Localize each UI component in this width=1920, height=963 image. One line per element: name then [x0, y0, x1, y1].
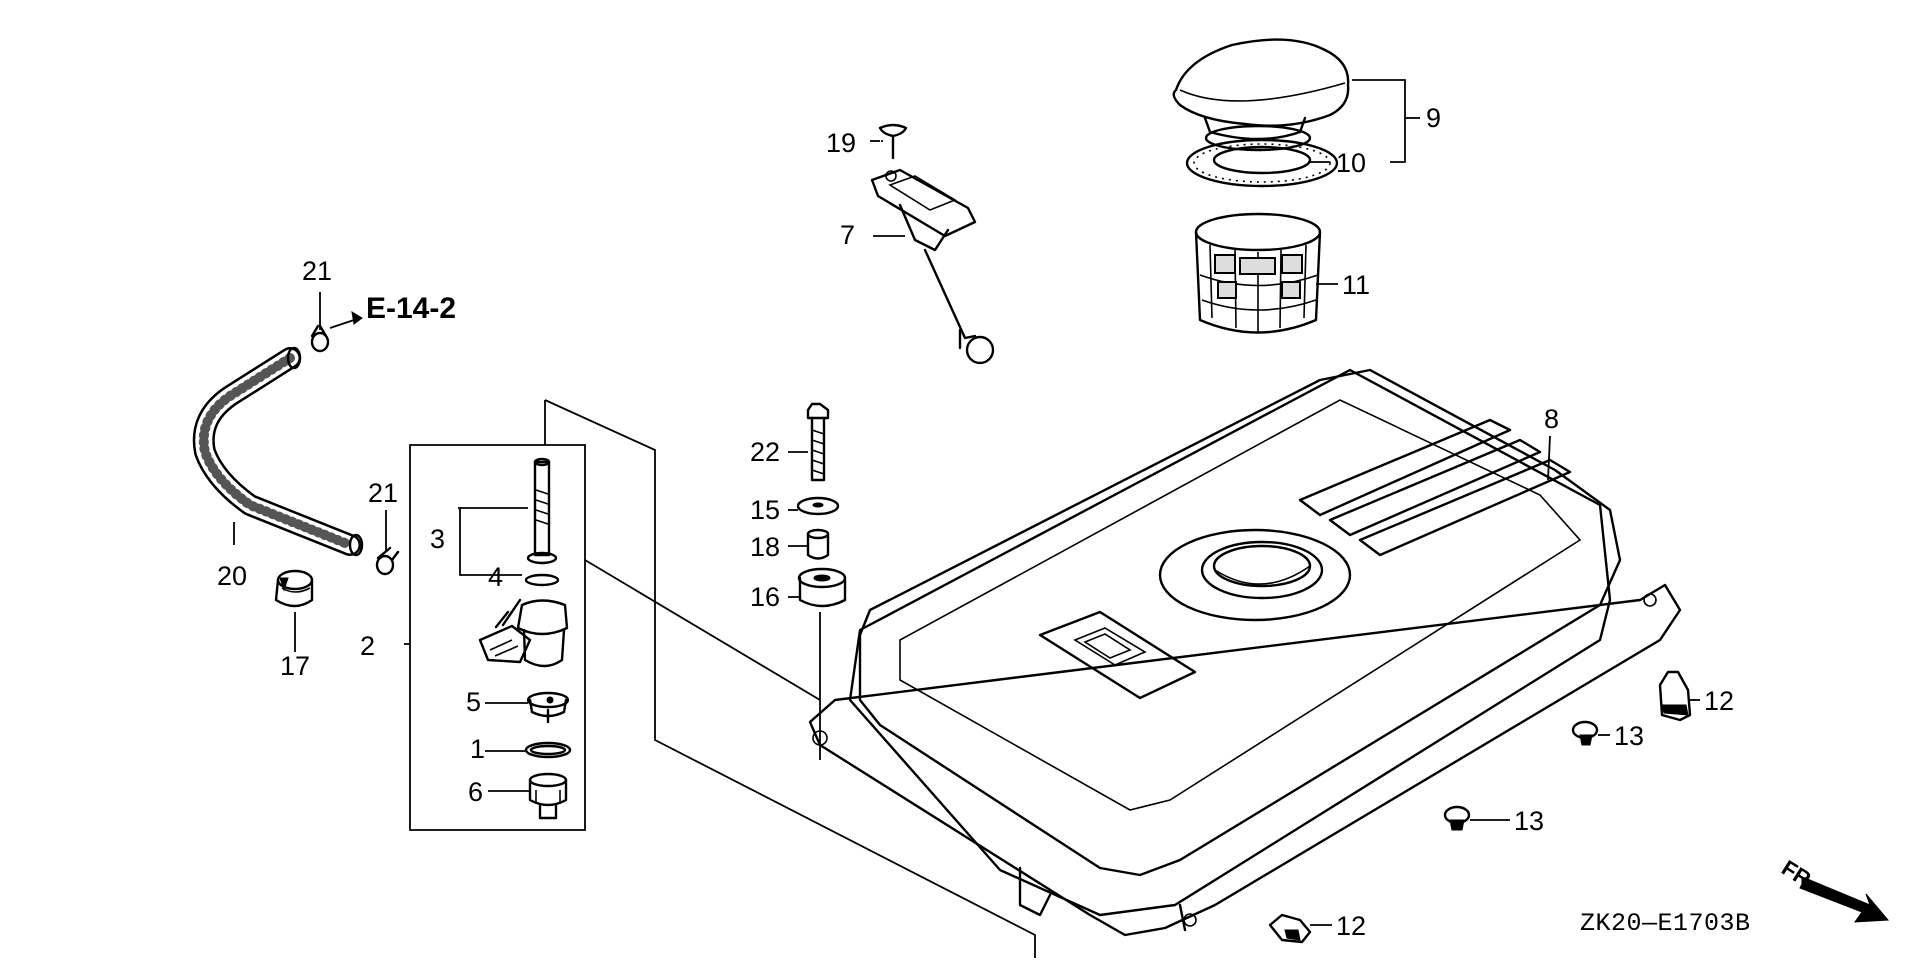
- hose-clip-upper[interactable]: [310, 324, 330, 353]
- callout-12-upper: 12: [1704, 686, 1734, 716]
- fuel-cock-strainer[interactable]: [526, 457, 558, 565]
- callout-20: 20: [217, 561, 247, 591]
- hose-clip-lower[interactable]: [375, 546, 400, 576]
- callout-1: 1: [470, 734, 485, 764]
- fuel-cock-assembly-box: [409, 399, 1036, 958]
- grommet-16[interactable]: [797, 567, 847, 608]
- callout-15: 15: [750, 495, 780, 525]
- bolt-22[interactable]: [806, 402, 830, 482]
- fuel-gauge[interactable]: [870, 168, 995, 365]
- callout-22: 22: [750, 437, 780, 467]
- fuel-cup-5[interactable]: [526, 691, 570, 724]
- callout-3: 3: [430, 524, 445, 554]
- callout-4: 4: [488, 562, 503, 592]
- callout-12-lower: 12: [1336, 911, 1366, 941]
- fuel-cock-body[interactable]: [478, 598, 569, 668]
- callout-16: 16: [750, 582, 780, 612]
- callout-19: 19: [826, 128, 856, 158]
- diagram-code: ZK20—E1703B: [1580, 909, 1751, 938]
- washer-15[interactable]: [796, 496, 840, 516]
- screw-19[interactable]: [878, 123, 908, 160]
- callout-6: 6: [468, 777, 483, 807]
- callout-8: 8: [1544, 404, 1559, 434]
- callout-18: 18: [750, 532, 780, 562]
- callout-9: 9: [1426, 103, 1441, 133]
- callout-5: 5: [466, 687, 481, 717]
- fuel-tank[interactable]: [808, 368, 1682, 937]
- cushion-13-lower[interactable]: [1443, 805, 1471, 831]
- callout-11: 11: [1342, 270, 1370, 300]
- callout-7: 7: [840, 220, 855, 250]
- mount-12-upper[interactable]: [1658, 670, 1692, 722]
- cushion-13-upper[interactable]: [1571, 720, 1599, 746]
- callout-21-upper: 21: [302, 256, 332, 286]
- reference-link-e-14-2[interactable]: E-14-2: [366, 292, 456, 325]
- callout-2: 2: [360, 631, 375, 661]
- fuel-cup-6[interactable]: [528, 772, 568, 820]
- callout-13-lower: 13: [1514, 806, 1544, 836]
- callout-17: 17: [280, 651, 310, 681]
- o-ring-4[interactable]: [524, 573, 560, 587]
- leader-lines: [233, 79, 1700, 926]
- collar-18[interactable]: [806, 528, 830, 560]
- front-direction-icon: FR.: [1777, 855, 1890, 923]
- o-ring-1[interactable]: [524, 741, 572, 759]
- fuel-hose[interactable]: [192, 346, 364, 557]
- callout-13-upper: 13: [1614, 721, 1644, 751]
- mount-12-lower[interactable]: [1268, 913, 1312, 944]
- fuel-cap[interactable]: [1172, 38, 1350, 152]
- callout-21-lower: 21: [368, 478, 398, 508]
- callout-10: 10: [1336, 148, 1366, 178]
- fuel-strainer[interactable]: [1194, 212, 1322, 334]
- cap-gasket[interactable]: [1185, 138, 1339, 188]
- rubber-17[interactable]: [274, 569, 314, 608]
